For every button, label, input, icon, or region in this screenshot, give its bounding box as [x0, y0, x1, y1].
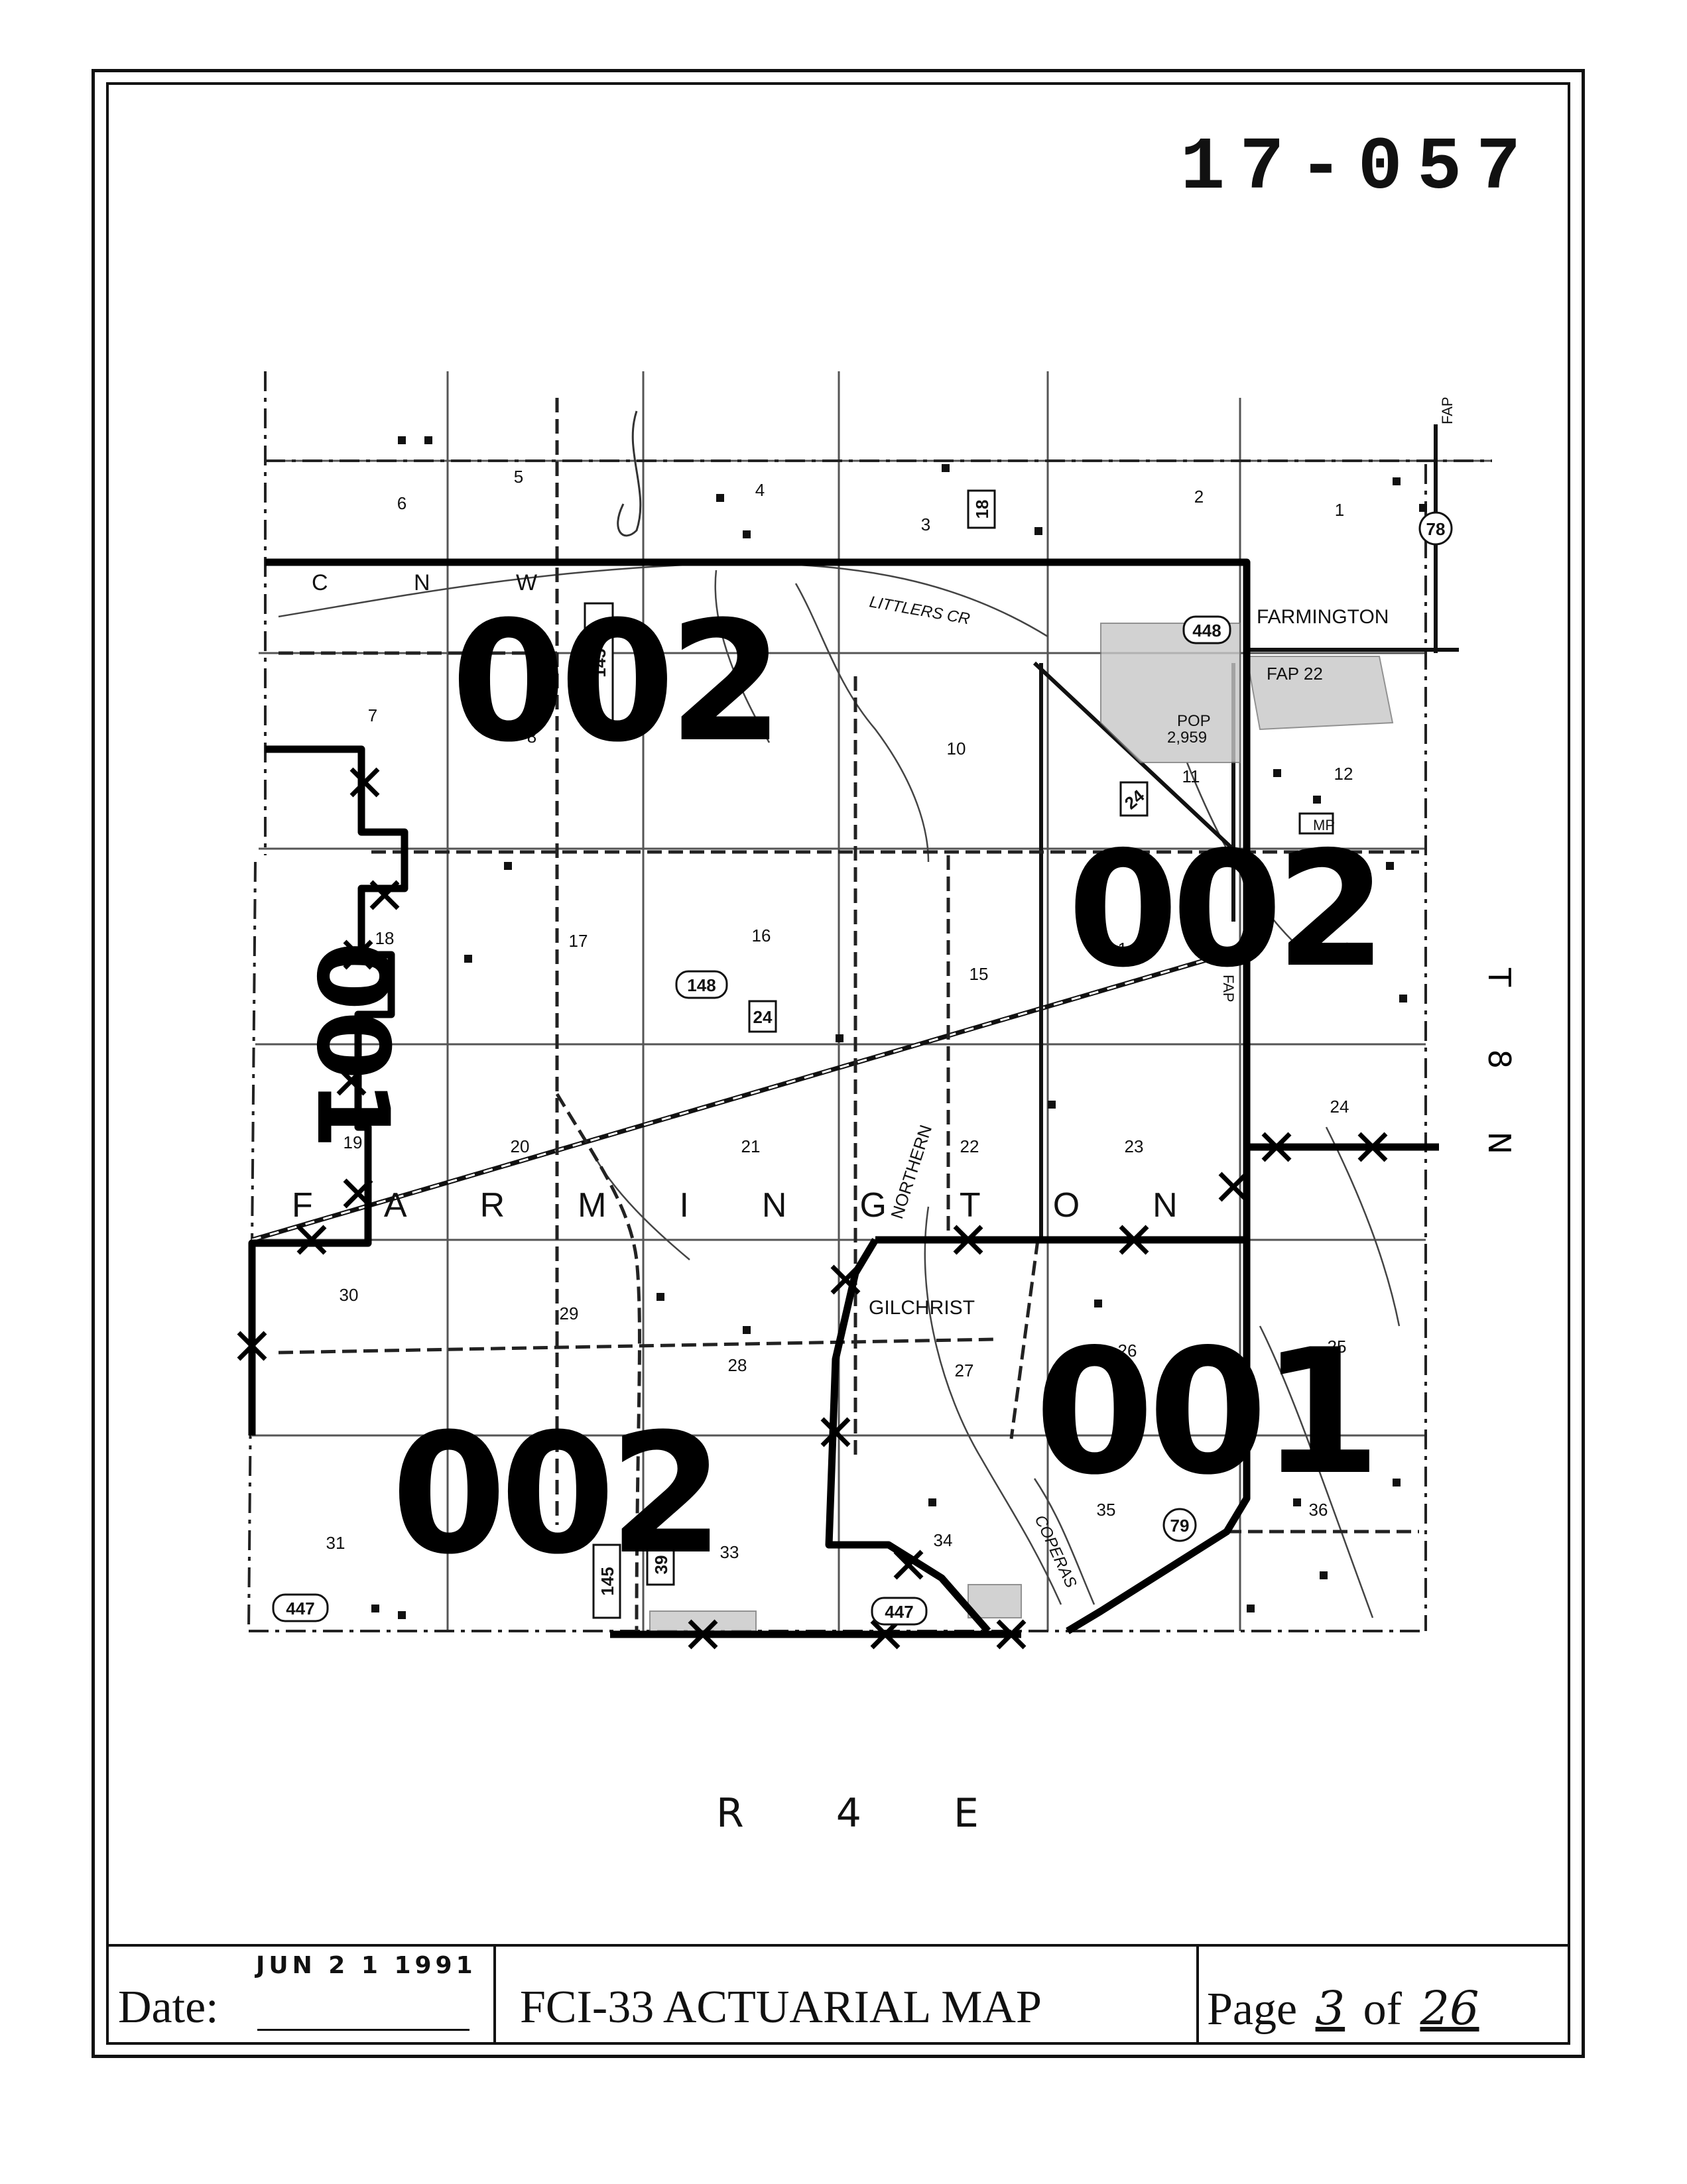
- littlers-creek-label: LITTLERS CR: [868, 593, 971, 628]
- section-18: 18: [375, 928, 395, 948]
- page-label: Page: [1207, 1984, 1298, 2035]
- page-number: 3: [1315, 1981, 1345, 2035]
- fap-vertical-label: FAP: [1220, 975, 1237, 1002]
- fap-22-label: FAP 22: [1267, 664, 1323, 684]
- route-145-a: 145: [590, 648, 609, 677]
- section-17: 17: [569, 931, 588, 951]
- route-79: 79: [1170, 1516, 1190, 1536]
- section-8: 8: [527, 727, 536, 747]
- section-10: 10: [947, 739, 966, 758]
- section-35: 35: [1097, 1500, 1116, 1520]
- route-39: 39: [651, 1555, 671, 1575]
- section-7: 7: [368, 705, 377, 725]
- section-28: 28: [728, 1355, 747, 1375]
- section-13: 13: [1333, 939, 1352, 959]
- route-448: 448: [1192, 621, 1221, 640]
- section-24: 24: [1330, 1097, 1349, 1117]
- section-3: 3: [921, 515, 930, 534]
- date-cell: Date: JUN 2 1 1991: [109, 1947, 496, 2045]
- page-cell: Page 3 of 26: [1199, 1947, 1568, 2045]
- route-shields: [272, 489, 1453, 1626]
- section-4: 4: [755, 480, 765, 500]
- pop-label: POP: [1177, 712, 1211, 730]
- mp-label: MP: [1313, 817, 1335, 833]
- zone-labels: 002 002 001 001 002: [294, 585, 1387, 1591]
- zone-label-3: 001: [294, 941, 410, 1149]
- page-total: 26: [1420, 1981, 1479, 2035]
- section-29: 29: [560, 1304, 579, 1323]
- date-label: Date:: [118, 1982, 219, 2033]
- township-label: T 8 N: [1481, 967, 1517, 1181]
- section-16: 16: [752, 926, 771, 945]
- section-26: 26: [1118, 1341, 1137, 1361]
- township-name: FARMINGTON: [292, 1186, 1251, 1225]
- pond: [617, 410, 642, 537]
- route-148: 148: [687, 975, 716, 995]
- pop-value: 2,959: [1167, 729, 1207, 747]
- map-id: 17-057: [1180, 126, 1536, 210]
- route-78: 78: [1426, 519, 1446, 539]
- route-447-a: 447: [286, 1599, 314, 1618]
- section-21: 21: [741, 1136, 761, 1156]
- outer-frame: [92, 69, 1585, 2058]
- town-gilchrist: GILCHRIST: [869, 1297, 975, 1319]
- date-stamp: JUN 2 1 1991: [256, 1952, 477, 1979]
- section-20: 20: [511, 1136, 530, 1156]
- section-32: 32: [556, 1533, 575, 1553]
- section-33: 33: [720, 1542, 739, 1562]
- section-numbers: 1 2 3 4 5 6 7 8 10 11 12 13 14 15 16 17 …: [326, 467, 1353, 1562]
- section-15: 15: [969, 964, 989, 984]
- section-11: 11: [1182, 766, 1200, 786]
- fap-top-label: FAP: [1439, 396, 1456, 424]
- date-underline: [257, 2029, 469, 2031]
- section-14: 14: [1118, 939, 1137, 959]
- section-12: 12: [1334, 764, 1353, 784]
- section-30: 30: [340, 1285, 359, 1305]
- town-farmington: FARMINGTON: [1257, 606, 1389, 628]
- zone-label-1: 002: [451, 585, 777, 778]
- page-indicator: Page 3 of 26: [1207, 1981, 1486, 2036]
- map-title: FCI-33 ACTUARIAL MAP: [520, 1982, 1042, 2033]
- footer-table: Date: JUN 2 1 1991 FCI-33 ACTUARIAL MAP …: [109, 1944, 1568, 2045]
- route-145-b: 145: [597, 1567, 617, 1595]
- section-1: 1: [1335, 500, 1344, 520]
- section-5: 5: [514, 467, 523, 487]
- route-447-b: 447: [885, 1602, 913, 1622]
- section-25: 25: [1328, 1337, 1347, 1357]
- zone-label-5: 002: [391, 1398, 718, 1591]
- route-18: 18: [972, 500, 992, 519]
- boundary-markers: [237, 767, 1388, 1650]
- of-label: of: [1363, 1984, 1402, 2035]
- buildings: [371, 436, 1427, 1619]
- section-6: 6: [397, 493, 406, 513]
- route-shield-labels: 78 448 148 24 24 79 447 447 18 145 145 3…: [286, 500, 1445, 1622]
- title-cell: FCI-33 ACTUARIAL MAP: [496, 1947, 1199, 2045]
- inner-frame: [106, 82, 1570, 2045]
- section-34: 34: [934, 1530, 953, 1550]
- section-23: 23: [1125, 1136, 1144, 1156]
- section-2: 2: [1194, 487, 1204, 507]
- section-22: 22: [960, 1136, 979, 1156]
- section-27: 27: [955, 1361, 974, 1380]
- cnw-label: C N W: [312, 570, 577, 595]
- zone-label-4: 001: [1034, 1313, 1375, 1513]
- section-19: 19: [344, 1132, 363, 1152]
- section-36: 36: [1309, 1500, 1328, 1520]
- section-31: 31: [326, 1533, 345, 1553]
- urban-areas: [649, 623, 1394, 1632]
- route-24-b: 24: [753, 1007, 773, 1027]
- zone-label-2: 002: [1068, 817, 1380, 1002]
- range-label: R 4 E: [716, 1790, 1019, 1837]
